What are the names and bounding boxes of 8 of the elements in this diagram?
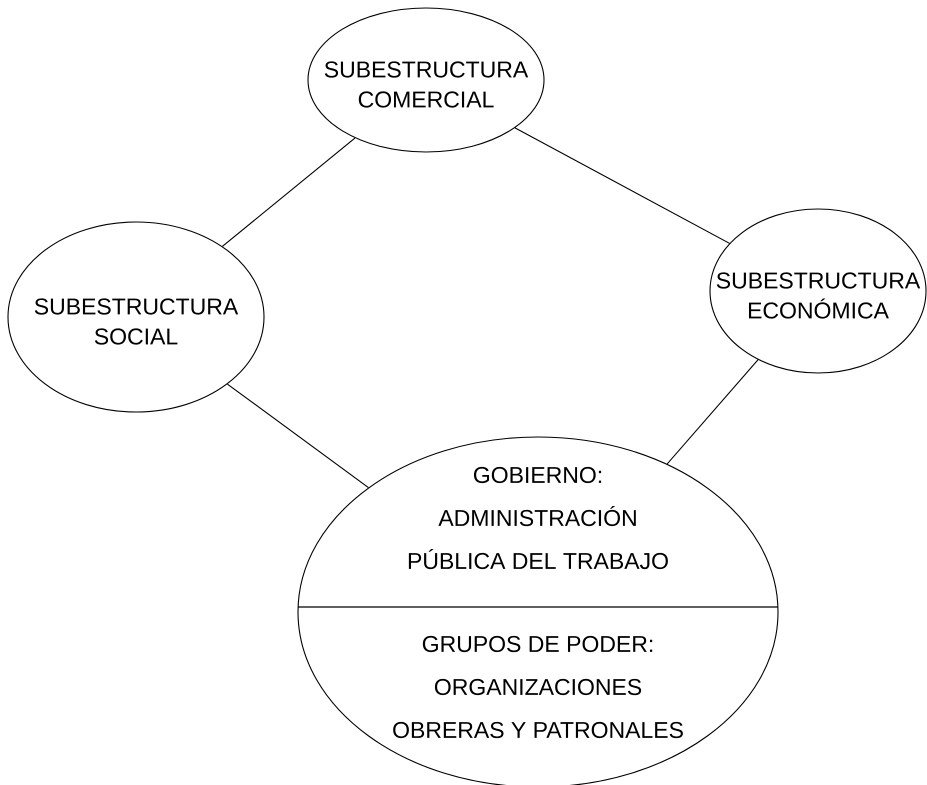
ellipse-node: SUBESTRUCTURA SOCIAL <box>7 221 265 413</box>
ellipse-node: GOBIERNO: ADMINISTRACIÓN PÚBLICA DEL TRABAJO GRUPOS DE PODER: ORGANIZACIONES OBRERAS Y PATRONALES <box>297 436 779 785</box>
connector-line <box>514 127 730 244</box>
ellipse-node: SUBESTRUCTURA ECONÓMICA <box>709 208 927 374</box>
connector-line <box>227 384 369 488</box>
ellipse-node: SUBESTRUCTURA COMERCIAL <box>307 7 545 153</box>
connector-line <box>666 359 758 464</box>
connector-line <box>222 138 356 247</box>
